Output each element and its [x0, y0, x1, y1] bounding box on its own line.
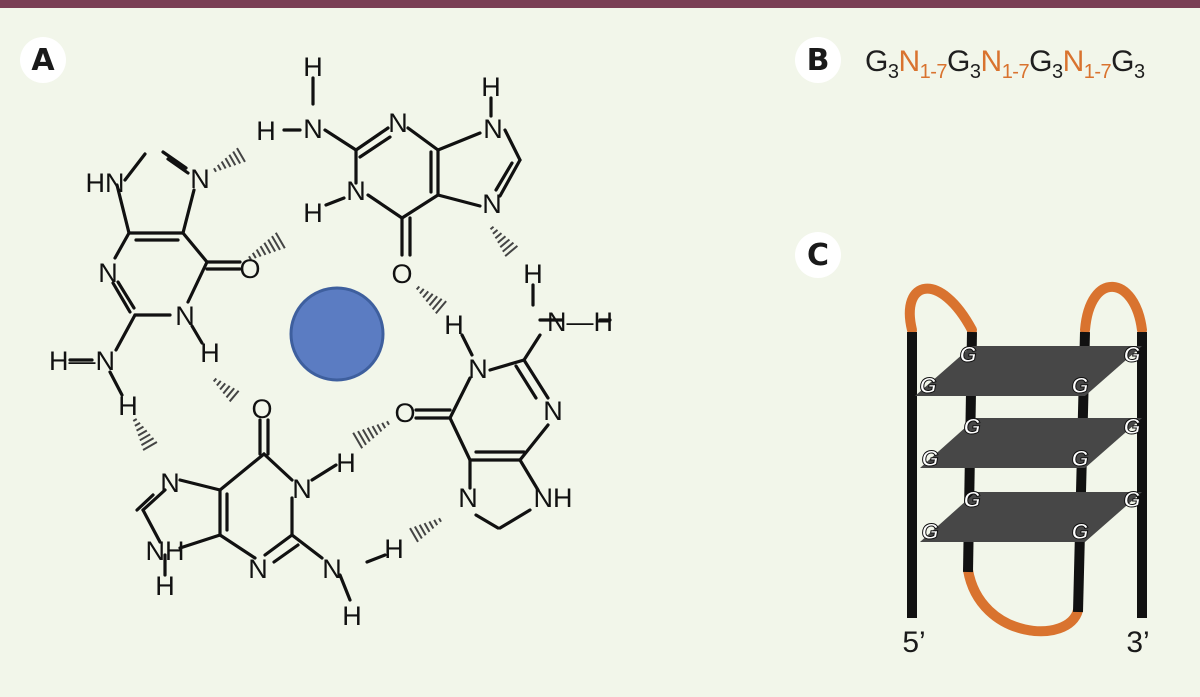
g-labels: G G G G G G G G G G G G	[919, 342, 1141, 545]
sequence-loop-segment: N1-7	[1062, 45, 1112, 82]
atom-label: O	[391, 259, 412, 289]
atom-label: H—N	[49, 346, 115, 376]
atom-label: H	[342, 601, 362, 631]
top-border	[0, 0, 1200, 8]
sequence-g-run: G3	[947, 45, 981, 82]
atom-label: N	[98, 258, 118, 288]
sequence-base: N	[898, 45, 920, 78]
atom-label: N	[160, 468, 180, 498]
atom-label: HN	[86, 168, 125, 198]
g-label: G	[1123, 487, 1140, 512]
atom-label: O	[394, 398, 415, 428]
atom-label: N	[175, 301, 195, 331]
atom-label: NH	[146, 536, 185, 566]
atom-label: H	[155, 571, 175, 601]
atom-label: N	[483, 114, 503, 144]
g-label: G	[959, 342, 976, 367]
atom-label: N	[292, 474, 312, 504]
sequence-base: G	[1029, 45, 1052, 78]
panel-label-a: A	[20, 37, 66, 83]
sequence-loop-segment: N1-7	[980, 45, 1030, 82]
tetrad-plane	[920, 418, 1142, 468]
sequence-subscript: 1-7	[1001, 61, 1030, 83]
atom-label: H	[444, 310, 464, 340]
atom-label: N	[388, 108, 408, 138]
sequence-g-run: G3	[865, 45, 899, 82]
loop-top-left	[904, 283, 977, 335]
sequence-base: G	[865, 45, 888, 78]
atom-label: N	[322, 554, 342, 584]
three-prime-label: 3’	[1126, 626, 1149, 659]
tetrad-planes	[915, 346, 1142, 542]
atom-label: H	[384, 534, 404, 564]
tetrad-plane	[915, 346, 1142, 396]
central-cation	[289, 286, 385, 382]
atom-label: N	[190, 164, 210, 194]
atom-labels: HN N N N O H H—N H H H N N N H H N N O H…	[49, 52, 613, 631]
hydrogen-bonds	[132, 147, 519, 543]
sequence-subscript: 3	[969, 61, 981, 83]
sequence-g-run: G3	[1029, 45, 1063, 82]
sequence-subscript: 1-7	[919, 61, 948, 83]
atom-label: NH	[534, 483, 573, 513]
g-quadruplex-sequence: G3N1-7G3N1-7G3N1-7G3	[865, 45, 1145, 82]
atom-label: H	[336, 448, 356, 478]
atom-label: O	[239, 254, 260, 284]
sequence-subscript: 3	[887, 61, 899, 83]
sequence-g-run: G3	[1111, 45, 1145, 82]
g-label: G	[1071, 373, 1088, 398]
atom-label: N	[468, 354, 488, 384]
five-prime-label: 5’	[902, 626, 925, 659]
atom-label: H	[303, 52, 323, 82]
g-label: G	[921, 519, 938, 544]
atom-label: N	[303, 114, 323, 144]
bonds	[68, 76, 612, 602]
panel-label-b: B	[795, 37, 841, 83]
g-quadruplex-diagram: G G G G G G G G G G G G 5’ 3’	[902, 281, 1150, 659]
atom-label: N	[248, 554, 268, 584]
sequence-base: G	[1111, 45, 1134, 78]
loops	[904, 281, 1147, 637]
sequence-loop-segment: N1-7	[898, 45, 947, 82]
tetrad-plane	[920, 492, 1142, 542]
loop-top-right	[1080, 281, 1147, 335]
atom-label: N	[543, 396, 563, 426]
sequence-subscript: 1-7	[1083, 61, 1112, 83]
g-label: G	[1123, 342, 1140, 367]
atom-label: O	[251, 394, 272, 424]
g-label: G	[921, 446, 938, 471]
atom-label: N—H	[547, 307, 613, 337]
atom-label: H	[481, 72, 501, 102]
panel-label-c: C	[795, 232, 841, 278]
sequence-subscript: 3	[1051, 61, 1063, 83]
sequence-subscript: 3	[1133, 61, 1145, 83]
sequence-base: N	[980, 45, 1003, 78]
atom-label: N	[346, 176, 366, 206]
g-label: G	[1071, 446, 1088, 471]
atom-label: H	[256, 116, 276, 146]
atom-label: H	[118, 391, 138, 421]
sequence-base: N	[1062, 45, 1085, 78]
atom-label: N	[482, 189, 502, 219]
atom-label: H	[523, 259, 543, 289]
atom-label: H	[303, 198, 323, 228]
g-label: G	[963, 414, 980, 439]
atom-label: N	[458, 483, 478, 513]
g-label: G	[919, 373, 936, 398]
sequence-base: G	[947, 45, 970, 78]
g-label: G	[963, 487, 980, 512]
g-label: G	[1123, 414, 1140, 439]
loop-bottom	[963, 565, 1083, 637]
atom-label: H	[200, 338, 220, 368]
g-label: G	[1071, 519, 1088, 544]
g-tetrad-structure: HN N N N O H H—N H H H N N N H H N N O H…	[49, 52, 613, 631]
